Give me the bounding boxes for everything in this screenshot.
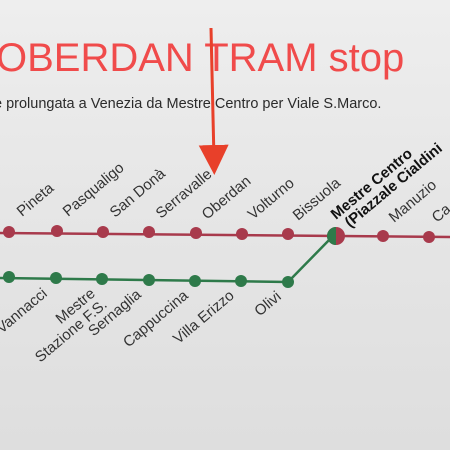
stop-marker-oberdan bbox=[236, 228, 248, 240]
overlay-title: OBERDAN TRAM stop bbox=[0, 36, 405, 80]
stop-marker-sernaglia bbox=[143, 274, 155, 286]
stop-marker-mestre-fs bbox=[96, 273, 108, 285]
stop-marker-san-dona bbox=[143, 226, 155, 238]
stop-label-vannacci: Vannacci bbox=[0, 285, 51, 337]
stop-label-ca: Ca bbox=[429, 200, 450, 226]
highlight-arrow bbox=[198, 27, 229, 175]
stop-marker-cappuccina bbox=[189, 275, 201, 287]
stop-marker-volturno bbox=[282, 228, 294, 240]
stop-label-volturno: Volturno bbox=[245, 175, 298, 223]
stop-marker-olivi bbox=[282, 276, 294, 288]
map-caption: e prolungata a Venezia da Mestre Centro … bbox=[0, 96, 382, 112]
green-line-stops bbox=[3, 271, 294, 288]
stop-marker-pasqualigo bbox=[97, 226, 109, 238]
stop-marker-villa-erizzo bbox=[235, 275, 247, 287]
stop-label-olivi: Olivi bbox=[251, 288, 284, 320]
stop-marker-manuzio bbox=[377, 230, 389, 242]
red-line-track bbox=[0, 231, 450, 239]
stop-marker-vannacci bbox=[50, 272, 62, 284]
red-line-stops bbox=[3, 225, 435, 243]
stop-label-pineta: Pineta bbox=[14, 179, 58, 220]
stop-marker-serravalle bbox=[190, 227, 202, 239]
stop-marker-green-edge bbox=[3, 271, 15, 283]
stop-marker-edge bbox=[3, 226, 15, 238]
stop-marker-ca bbox=[423, 231, 435, 243]
mestre-centro-interchange bbox=[327, 227, 345, 245]
green-line-track bbox=[0, 235, 334, 284]
stop-marker-pineta bbox=[51, 225, 63, 237]
